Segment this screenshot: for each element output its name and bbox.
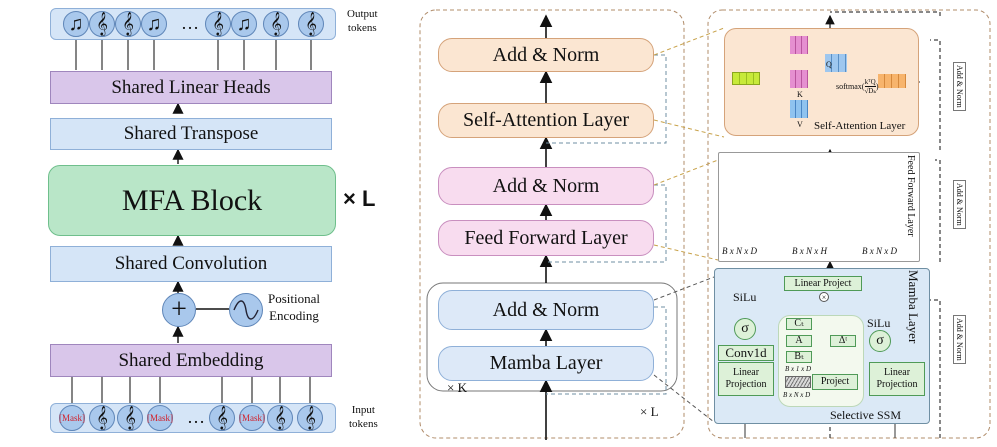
conv1d: Conv1d — [718, 345, 774, 361]
ffn-title: Feed Forward Layer — [905, 155, 916, 237]
treble-clef-icon: 𝄞 — [263, 11, 289, 37]
ellipsis: … — [181, 13, 199, 33]
bxlxd-label: B x 1 x D — [785, 365, 812, 373]
selective-ssm-label: Selective SSM — [830, 408, 901, 422]
beamed-note-icon: ♫ — [63, 11, 89, 37]
shared-linear-heads: Shared Linear Heads — [50, 71, 332, 104]
treble-clef-icon: 𝄞 — [267, 405, 293, 431]
output-matrix — [878, 74, 906, 88]
treble-clef-icon: 𝄞 — [117, 405, 143, 431]
silu-left: SiLu — [733, 290, 757, 304]
ffn-side-label: Add & Norm — [953, 180, 966, 229]
treble-clef-icon: 𝄞 — [205, 11, 231, 37]
input-matrix — [732, 72, 760, 85]
b-t-box: Bₜ — [786, 351, 812, 363]
treble-clef-icon: 𝄞 — [115, 11, 141, 37]
softmax-formula: softmax( kᵀQ √Dₖ ) — [836, 78, 879, 95]
q-label: Q — [826, 60, 832, 69]
treble-clef-icon: 𝄞 — [89, 11, 115, 37]
v-label: V — [797, 120, 803, 129]
shared-embedding: Shared Embedding — [50, 344, 332, 377]
beamed-note-icon: ♫ — [141, 11, 167, 37]
value-matrix — [790, 100, 808, 118]
mfa-repeat-label: × L — [343, 186, 376, 211]
query-matrix — [790, 36, 808, 54]
repeat-k-label: × K — [447, 380, 467, 395]
sine-wave-icon — [229, 293, 263, 327]
c-t-box: Cₜ — [786, 318, 812, 330]
treble-clef-icon: 𝄞 — [209, 405, 235, 431]
mask-token: [Mask] — [147, 405, 173, 431]
linear-project-top: Linear Project — [784, 276, 862, 291]
attention-title: Self-Attention Layer — [814, 120, 906, 132]
sigma-left: σ — [734, 318, 756, 340]
mamba-layer: Mamba Layer — [438, 346, 654, 381]
ffn-detail-panel — [718, 152, 920, 262]
key-matrix — [790, 70, 808, 88]
mamba-title: Mamba Layer — [906, 270, 921, 344]
add-circle-icon: + — [162, 293, 196, 327]
shared-convolution: Shared Convolution — [50, 246, 332, 282]
shared-transpose: Shared Transpose — [50, 118, 332, 150]
feed-forward-layer: Feed Forward Layer — [438, 220, 654, 256]
silu-right: SiLu — [867, 316, 891, 330]
ffn-dim-hidden: B x N x H — [792, 246, 827, 256]
beamed-note-icon: ♫ — [231, 11, 257, 37]
project-box: Project — [812, 374, 858, 390]
linear-projection-right: Linear Projection — [869, 362, 925, 396]
score-matrix — [825, 54, 847, 72]
mamba-side-label: Add & Norm — [953, 315, 966, 364]
ffn-dim-in: B x N x D — [722, 246, 757, 256]
treble-clef-icon: 𝄞 — [297, 405, 323, 431]
repeat-l-label: × L — [640, 404, 659, 419]
add-norm-mamba: Add & Norm — [438, 290, 654, 330]
ellipsis: … — [187, 407, 205, 427]
add-norm-attention: Add & Norm — [438, 38, 654, 72]
linear-projection-left: Linear Projection — [718, 362, 774, 396]
bxnxd-label: B x N x D — [783, 391, 811, 399]
delta-box: Δᵗ — [830, 335, 856, 347]
treble-clef-icon: 𝄞 — [298, 11, 324, 37]
k-label: K — [797, 90, 803, 99]
ffn-dim-out: B x N x D — [862, 246, 897, 256]
state-tensor — [785, 376, 811, 388]
treble-clef-icon: 𝄞 — [89, 405, 115, 431]
mask-token: [Mask] — [59, 405, 85, 431]
multiply-icon: × — [819, 292, 829, 302]
attention-side-label: Add & Norm — [953, 62, 966, 111]
mfa-block: MFA Block — [48, 165, 336, 236]
mask-token: [Mask] — [239, 405, 265, 431]
add-norm-ffn: Add & Norm — [438, 167, 654, 205]
self-attention-layer: Self-Attention Layer — [438, 103, 654, 138]
sigma-right: σ — [869, 330, 891, 352]
a-box: A — [786, 335, 812, 347]
